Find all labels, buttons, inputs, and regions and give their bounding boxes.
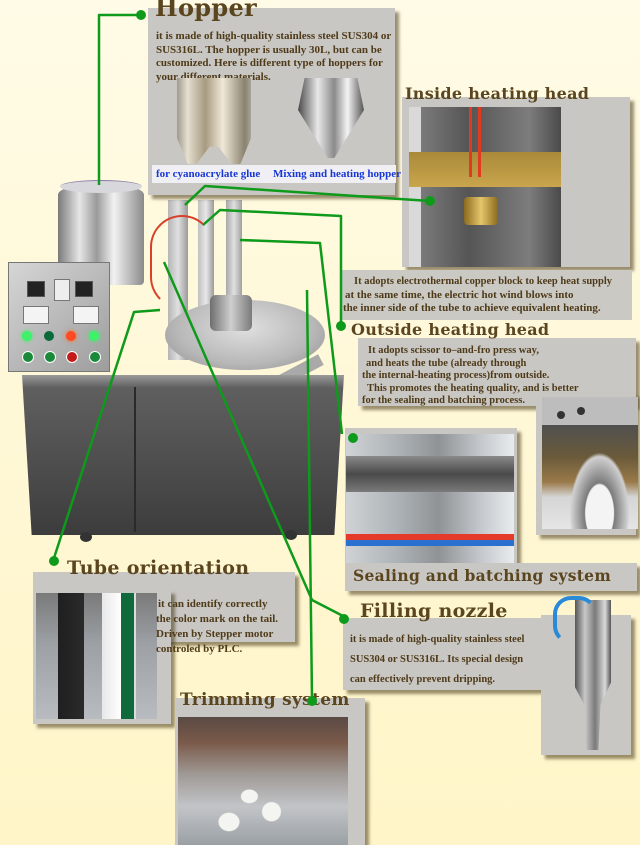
timer-display	[54, 279, 70, 301]
machine-illustration	[0, 170, 350, 560]
hopper-connector	[97, 13, 141, 185]
filling-nozzle-line-1: it is made of high-quality stainless ste…	[350, 634, 525, 645]
caster-left	[80, 532, 92, 542]
red-indicator-light	[66, 331, 76, 341]
hopper-lid	[60, 180, 142, 193]
tube-orientation-line-1: it can identify correctly	[158, 598, 268, 610]
outside-heating-title: Outside heating head	[351, 320, 550, 339]
brass-heater-cylinder	[464, 197, 498, 225]
inside-heating-line-1: It adopts electrothermal copper block to…	[354, 276, 613, 287]
green-switch-3	[89, 351, 101, 363]
control-box	[8, 262, 110, 372]
inside-heating-line-2: at the same time, the electric hot wind …	[345, 289, 574, 301]
sealing-title: Sealing and batching system	[353, 566, 612, 585]
red-heater-wires	[469, 107, 481, 177]
gauge-right	[73, 306, 99, 324]
caption-strip	[152, 165, 396, 183]
filling-nozzle-line-3: can effectively prevent dripping.	[350, 674, 496, 685]
temp-display-right	[75, 281, 93, 297]
green-switch-1	[22, 351, 34, 363]
filling-nozzle-line-2: SUS304 or SUS316L. Its special design	[350, 654, 524, 665]
filling-nozzle-title: Filling nozzle	[360, 600, 508, 622]
trimming-photo	[178, 717, 348, 845]
trimming-title: Trimming system	[180, 690, 350, 710]
green-switch-2	[44, 351, 56, 363]
machine-cabinet	[22, 375, 344, 535]
outside-heating-line-2: and heats the tube (already through	[366, 358, 527, 369]
caster-right	[285, 530, 297, 540]
green-indicator-light	[22, 331, 32, 341]
bolt-2	[577, 407, 585, 415]
hopper-title: Hopper	[155, 0, 257, 22]
red-switch	[66, 351, 78, 363]
outside-heating-line-1: It adopts scissor to–and-fro press way,	[368, 345, 539, 356]
red-tubing	[150, 215, 214, 309]
tube-orientation-line-2: the color mark on the tail.	[156, 613, 279, 625]
sealing-photo	[346, 434, 514, 564]
tube-orientation-photo	[36, 593, 157, 719]
inside-heating-text-panel	[340, 270, 632, 320]
tube-orientation-line-3: Driven by Stepper motor	[156, 628, 274, 640]
center-cup	[210, 295, 252, 331]
blue-air-hose	[553, 596, 597, 644]
outside-heating-photo	[542, 397, 638, 529]
hopper-description: it is made of high-quality stainless ste…	[156, 30, 392, 83]
temp-display-left	[27, 281, 45, 297]
inside-heating-title: Inside heating head	[405, 84, 590, 103]
filling-nozzle-panel	[343, 618, 543, 690]
hopper-connector-dot	[136, 10, 146, 20]
bolt-1	[557, 411, 565, 419]
outside-heating-line-3: the internal-heating process)from outsid…	[362, 370, 550, 381]
inside-heating-line-3: the inner side of the tube to achieve eq…	[343, 302, 601, 314]
green-indicator-light-2	[89, 331, 99, 341]
tube-orientation-line-4: controled by PLC.	[156, 643, 243, 655]
gauge-left	[23, 306, 49, 324]
cabinet-door-seam	[134, 387, 136, 532]
hopper-caption-mixing: Mixing and heating hopper	[273, 168, 402, 180]
outside-heating-line-4: This promotes the heating quality, and i…	[367, 383, 579, 394]
dark-green-light	[44, 331, 54, 341]
tube-orientation-title: Tube orientation	[67, 557, 250, 579]
sealing-title-bar	[345, 563, 637, 591]
hopper-caption-cyanoacrylate: for cyanoacrylate glue	[156, 168, 261, 180]
outside-heating-line-5: for the sealing and batching process.	[362, 395, 525, 406]
inside-heating-photo	[409, 107, 561, 267]
